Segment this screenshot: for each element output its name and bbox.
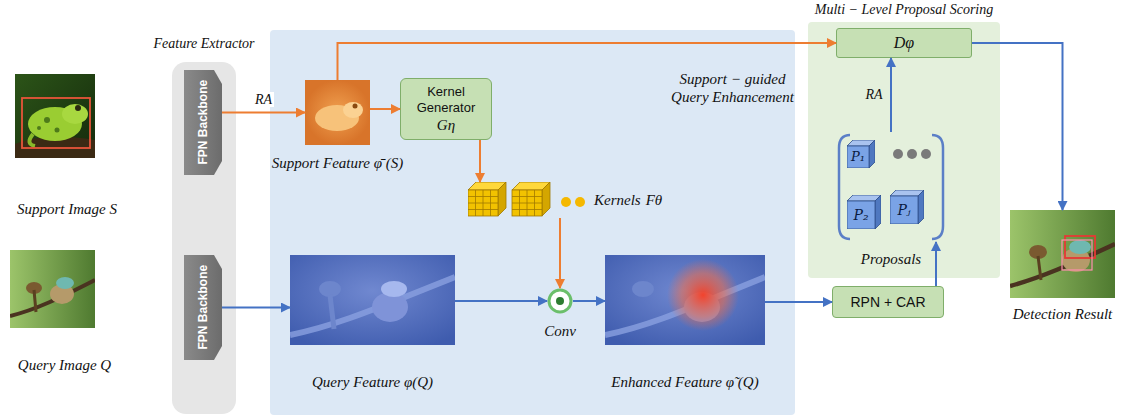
proposal-scoring-panel: Multi − Level Proposal ScoringDφ Proposa…	[808, 22, 1000, 278]
kernels: Kernels Fθ	[468, 182, 678, 218]
query-image: Query Image Q	[10, 250, 95, 328]
image-caption: Support Image S	[17, 200, 117, 218]
flow-arrow	[370, 108, 400, 110]
math-symbol: Dφ	[894, 33, 914, 52]
support-feature: Support Feature φ̄ (S)	[305, 80, 370, 145]
math-symbol: Fθ	[646, 191, 663, 209]
feature-caption: Query Feature φ(Q)	[312, 373, 433, 391]
fpn-backbone: FPN Backbone	[184, 70, 222, 175]
proposal-label: P₁	[851, 149, 865, 165]
feature-caption: Support Feature φ̄ (S)	[272, 154, 403, 172]
flow-arrow	[338, 43, 837, 80]
proposal-cube: P₁	[847, 140, 875, 168]
flow-arrow	[222, 112, 305, 114]
flow-arrow	[222, 307, 290, 309]
image-caption: Detection Result	[1013, 305, 1113, 323]
support-feature-map	[305, 80, 370, 145]
flow-arrow	[479, 140, 481, 182]
enhancement-panel: Support − guided Query Enhancement Suppo…	[270, 30, 795, 415]
flow-arrow	[573, 300, 605, 302]
detection-photo	[1010, 210, 1115, 298]
edge-label: RA	[863, 87, 884, 102]
group-caption: Proposals	[861, 250, 921, 268]
rpn-car-box: RPN + CAR	[832, 286, 944, 318]
math-symbol: Gη	[437, 116, 455, 134]
conv-operator: Conv	[547, 288, 573, 314]
panel-title: Feature Extractor	[154, 36, 255, 53]
flow-arrow	[972, 43, 1063, 210]
enhanced-feature: Enhanced Feature φ̃ (Q)	[605, 255, 765, 345]
conv-operator	[547, 288, 573, 314]
scoring-module: Dφ	[836, 28, 972, 58]
flow-arrow	[890, 58, 892, 132]
flow-arrow	[559, 218, 561, 288]
proposal-cube: Pⱼ	[890, 190, 924, 224]
flow-arrow	[935, 242, 937, 286]
proposal-label: P₂	[853, 207, 868, 224]
query-feature-map	[290, 255, 455, 345]
panel-title: Multi − Level Proposal Scoring	[815, 2, 993, 19]
image-caption: Query Image Q	[18, 356, 111, 374]
backbone-label: FPN Backbone	[196, 265, 210, 350]
operator-label: Conv	[544, 322, 576, 340]
panel-title: Support − guided Query Enhancement	[665, 70, 800, 106]
proposals-group: Proposals P₁ P₂ Pⱼ	[836, 132, 946, 242]
support-photo	[15, 74, 95, 158]
feature-caption: Enhanced Feature φ̃ (Q)	[611, 373, 758, 391]
kernel-generator: Kernel GeneratorGη	[400, 78, 492, 140]
detection-result: Detection Result	[1010, 210, 1115, 298]
flow-arrow	[765, 301, 832, 303]
kernels-label: Kernels	[594, 191, 641, 209]
support-image: Support Image S	[15, 74, 95, 158]
feature-extractor-panel: Feature Extractor FPN Backbone FPN Backb…	[172, 62, 236, 414]
enhanced-feature-map	[605, 255, 765, 345]
flow-arrow	[455, 300, 547, 302]
query-photo	[10, 250, 95, 328]
proposal-cube: P₂	[847, 195, 881, 229]
kernel-blocks	[468, 182, 590, 218]
edge-label: RA	[253, 92, 274, 107]
box-label: Kernel Generator	[405, 84, 487, 115]
proposal-label: Pⱼ	[897, 202, 910, 219]
query-feature: Query Feature φ(Q)	[290, 255, 455, 345]
backbone-label: FPN Backbone	[196, 80, 210, 165]
box-label: RPN + CAR	[850, 294, 925, 311]
fpn-backbone: FPN Backbone	[184, 255, 222, 360]
